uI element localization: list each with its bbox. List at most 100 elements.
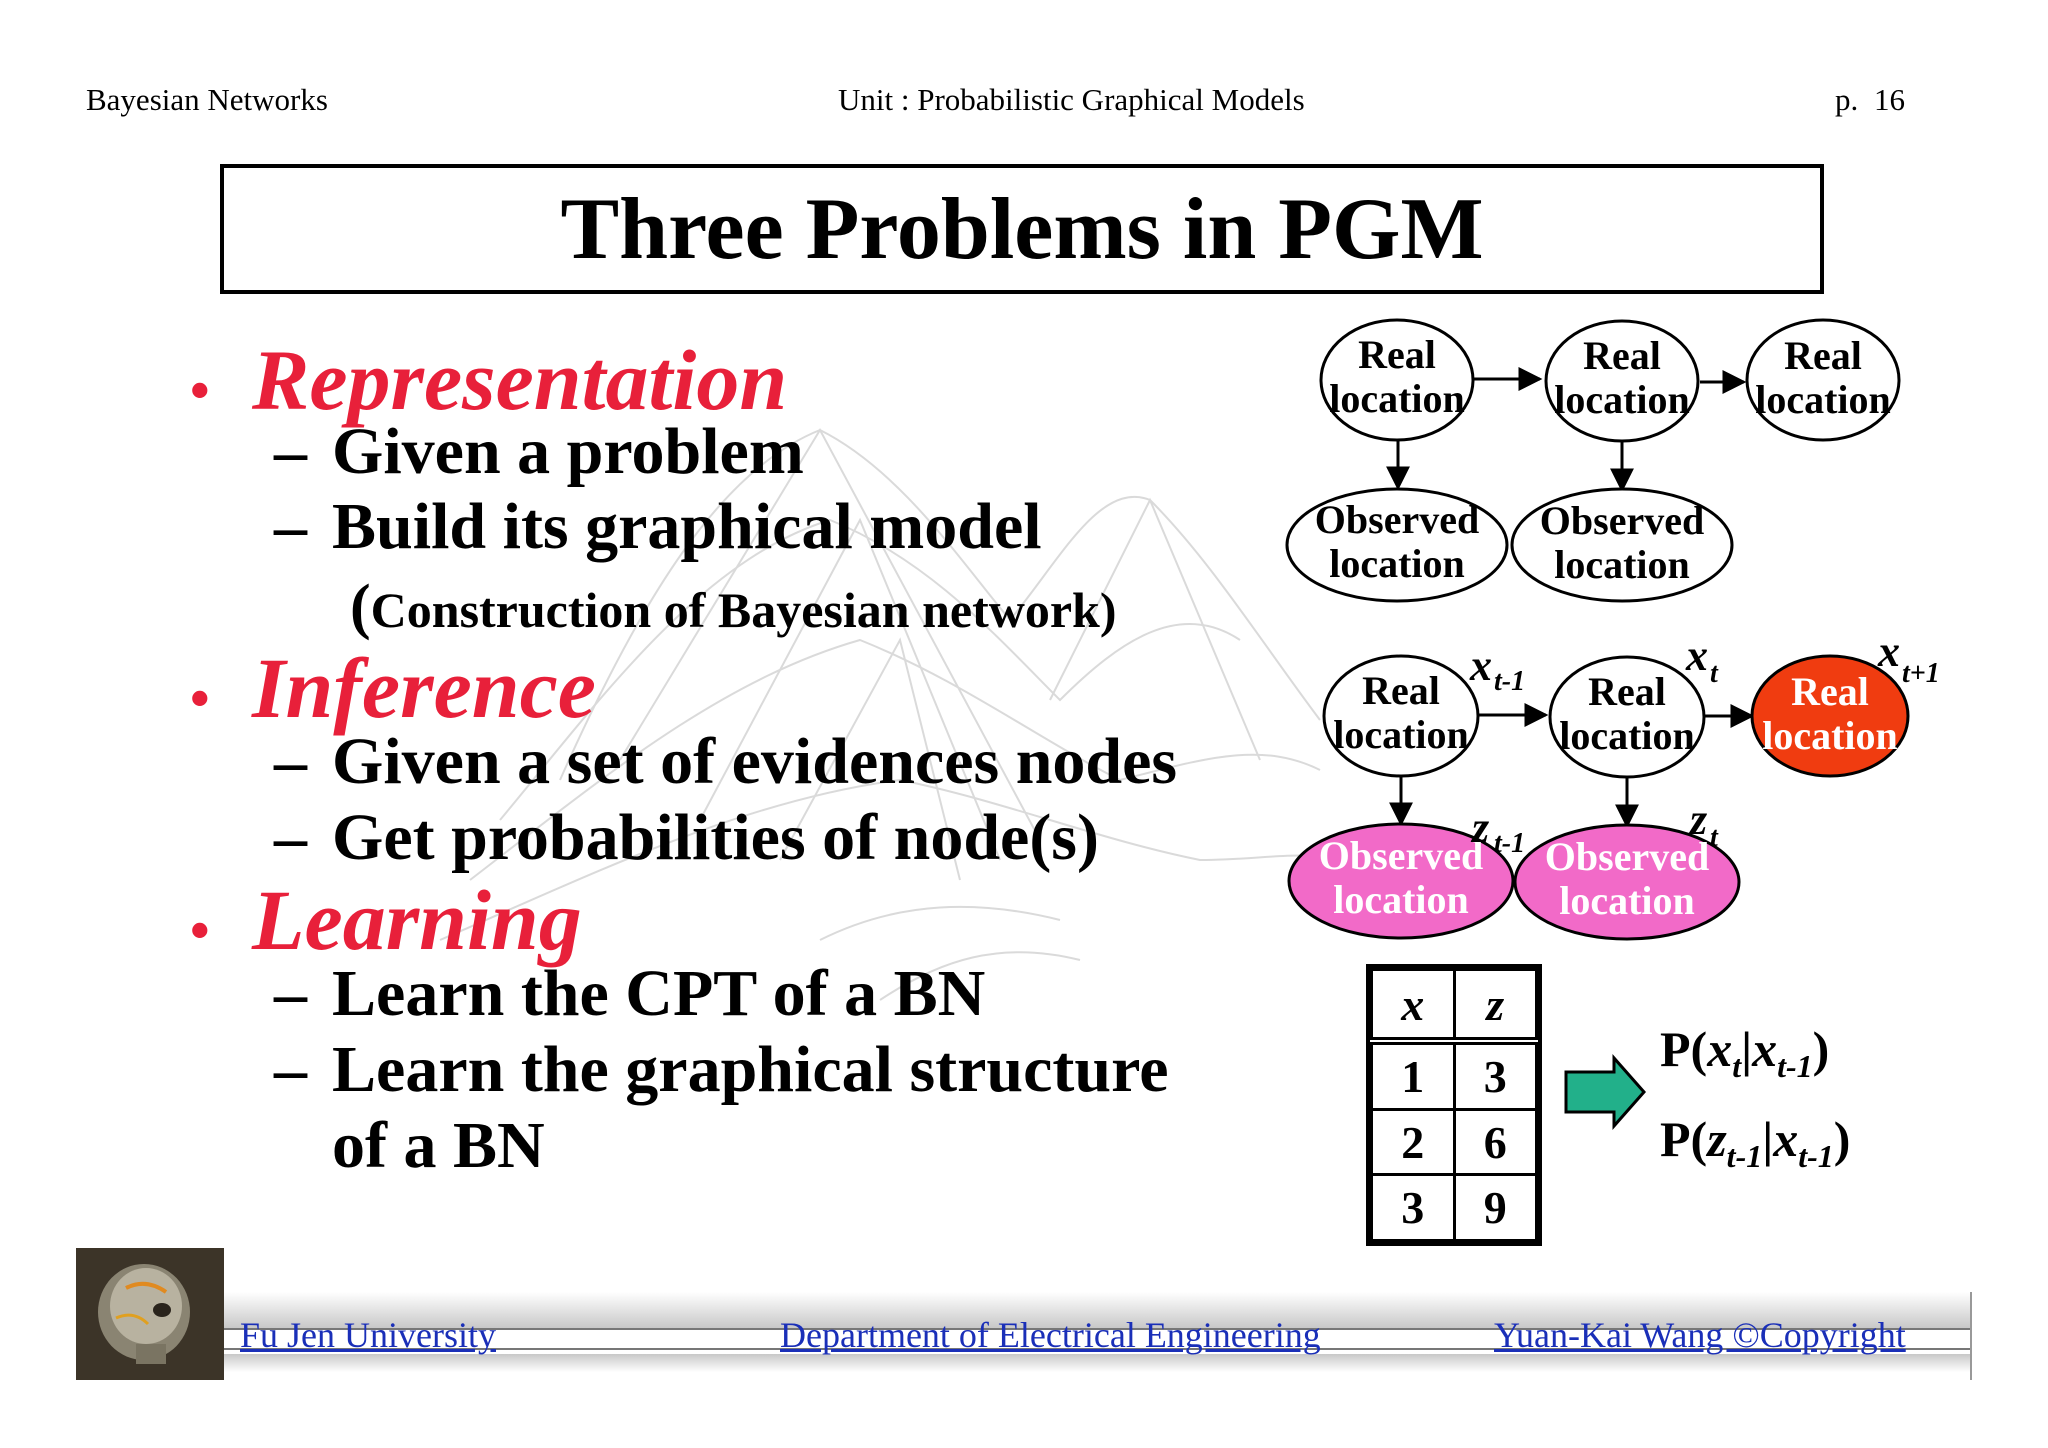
node-label: Real <box>1358 332 1436 377</box>
var-label-x-t: x t <box>1685 631 1719 689</box>
node-label: Real <box>1362 668 1440 713</box>
prob-subscript: t-1 <box>1798 1138 1834 1174</box>
node-label: location <box>1329 376 1465 421</box>
slide-title: Three Problems in PGM <box>560 180 1484 278</box>
prob-transition: P(xt|xt-1) <box>1660 1020 1829 1085</box>
sub-item-text: of a BN <box>332 1109 545 1182</box>
node-observed-location-evidence: Observed location <box>1287 822 1515 940</box>
prob-subscript: t-1 <box>1726 1138 1763 1174</box>
var-symbol: x <box>1469 641 1492 690</box>
node-real-location-highlighted: Real location <box>1750 654 1910 778</box>
var-symbol: z <box>1470 803 1489 852</box>
table-cell: 6 <box>1452 1107 1538 1177</box>
prob-bar: | <box>1762 1111 1774 1167</box>
var-symbol: x <box>1685 631 1708 680</box>
node-label: location <box>1333 877 1469 922</box>
bottom-diagram: Real location Real location Real locatio… <box>1287 627 1940 941</box>
prob-close: ) <box>1833 1111 1851 1167</box>
university-logo-image <box>76 1248 224 1380</box>
dash-marker: – <box>274 957 307 1030</box>
node-real-location: Real location <box>1548 655 1706 779</box>
top-diagram: Real location Real location Real locatio… <box>1285 318 1901 603</box>
bullet-learning: • Learning <box>190 870 582 970</box>
footer-copyright-link[interactable]: Yuan-Kai Wang ©Copyright <box>1494 1315 1906 1355</box>
bullet-marker: • <box>190 900 210 962</box>
cpt-table: x z 1 3 2 6 3 9 <box>1366 964 1542 1246</box>
table-row: 2 6 <box>1370 1107 1538 1177</box>
table-cell: 3 <box>1452 1039 1538 1111</box>
prob-open: P( <box>1660 1021 1708 1077</box>
bullet-heading: Inference <box>252 640 596 736</box>
node-label: Real <box>1791 669 1869 714</box>
var-subscript: t+1 <box>1902 658 1940 689</box>
var-subscript: t <box>1710 658 1719 689</box>
node-label: location <box>1559 878 1695 923</box>
sub-item: – Given a problem <box>274 414 804 490</box>
prob-bar: | <box>1741 1021 1753 1077</box>
node-observed-location-evidence: Observed location <box>1513 823 1741 941</box>
var-symbol: x <box>1877 627 1900 676</box>
column-header: x <box>1370 968 1456 1045</box>
skull-icon <box>76 1248 224 1380</box>
prob-var: x <box>1773 1111 1799 1167</box>
var-subscript: t-1 <box>1494 828 1525 859</box>
bullet-heading: Representation <box>252 332 788 428</box>
node-label: Real <box>1784 333 1862 378</box>
node-label: location <box>1329 541 1465 586</box>
node-label: Observed <box>1540 498 1704 543</box>
dash-marker: – <box>274 490 307 563</box>
node-label: Observed <box>1319 833 1483 878</box>
header-left: Bayesian Networks <box>86 82 328 117</box>
sub-item-text: Given a set of evidences nodes <box>332 725 1178 798</box>
sub-item: – Get probabilities of node(s) <box>274 800 1099 876</box>
dash-marker: – <box>274 725 307 798</box>
table-row: 3 9 <box>1370 1173 1538 1242</box>
node-label: location <box>1559 713 1695 758</box>
node-label: location <box>1554 377 1690 422</box>
var-label-z-t-minus-1: z t-1 <box>1470 803 1525 859</box>
sub-item: – Build its graphical model <box>274 489 1042 565</box>
footer-bar <box>224 1292 1972 1380</box>
footer-department-link[interactable]: Department of Electrical Engineering <box>780 1315 1321 1355</box>
var-subscript: t-1 <box>1494 666 1525 697</box>
var-symbol: z <box>1688 795 1707 844</box>
node-real-location: Real location <box>1319 318 1475 442</box>
dash-marker: – <box>274 801 307 874</box>
node-label: location <box>1762 713 1898 758</box>
green-right-arrow-icon <box>1564 1054 1647 1130</box>
node-real-location: Real location <box>1544 319 1700 443</box>
note-open-paren: ( <box>350 573 371 641</box>
sub-item-text: Given a problem <box>332 415 804 488</box>
header-center: Unit : Probabilistic Graphical Models <box>838 82 1305 117</box>
prob-var: z <box>1707 1111 1727 1167</box>
table-header-row: x z <box>1370 968 1538 1045</box>
prob-open: P( <box>1660 1111 1708 1167</box>
node-real-location: Real location <box>1322 654 1480 778</box>
title-box: Three Problems in PGM <box>220 164 1824 294</box>
var-subscript: t <box>1710 822 1719 853</box>
dash-marker: – <box>274 1033 307 1106</box>
dash-marker: – <box>274 415 307 488</box>
table-row: 1 3 <box>1370 1039 1538 1111</box>
node-label: location <box>1333 712 1469 757</box>
page-number: p. 16 <box>1835 82 1905 118</box>
note-text: Construction of Bayesian network) <box>370 582 1117 638</box>
prob-close: ) <box>1812 1021 1830 1077</box>
sub-item: – Learn the graphical structure <box>274 1032 1169 1108</box>
prob-subscript: t <box>1732 1048 1742 1084</box>
bullet-marker: • <box>190 668 210 730</box>
node-label: Observed <box>1545 834 1709 879</box>
page-prefix: p. <box>1835 82 1859 117</box>
prob-observation: P(zt-1|xt-1) <box>1660 1110 1850 1175</box>
node-label: location <box>1755 377 1891 422</box>
table-cell: 3 <box>1370 1173 1456 1242</box>
node-label: Observed <box>1315 497 1479 542</box>
bullet-heading: Learning <box>252 872 582 968</box>
footer-university-link[interactable]: Fu Jen University <box>240 1315 496 1355</box>
sub-item-text: Learn the graphical structure <box>332 1033 1169 1106</box>
node-real-location: Real location <box>1745 318 1901 442</box>
node-label: location <box>1554 542 1690 587</box>
